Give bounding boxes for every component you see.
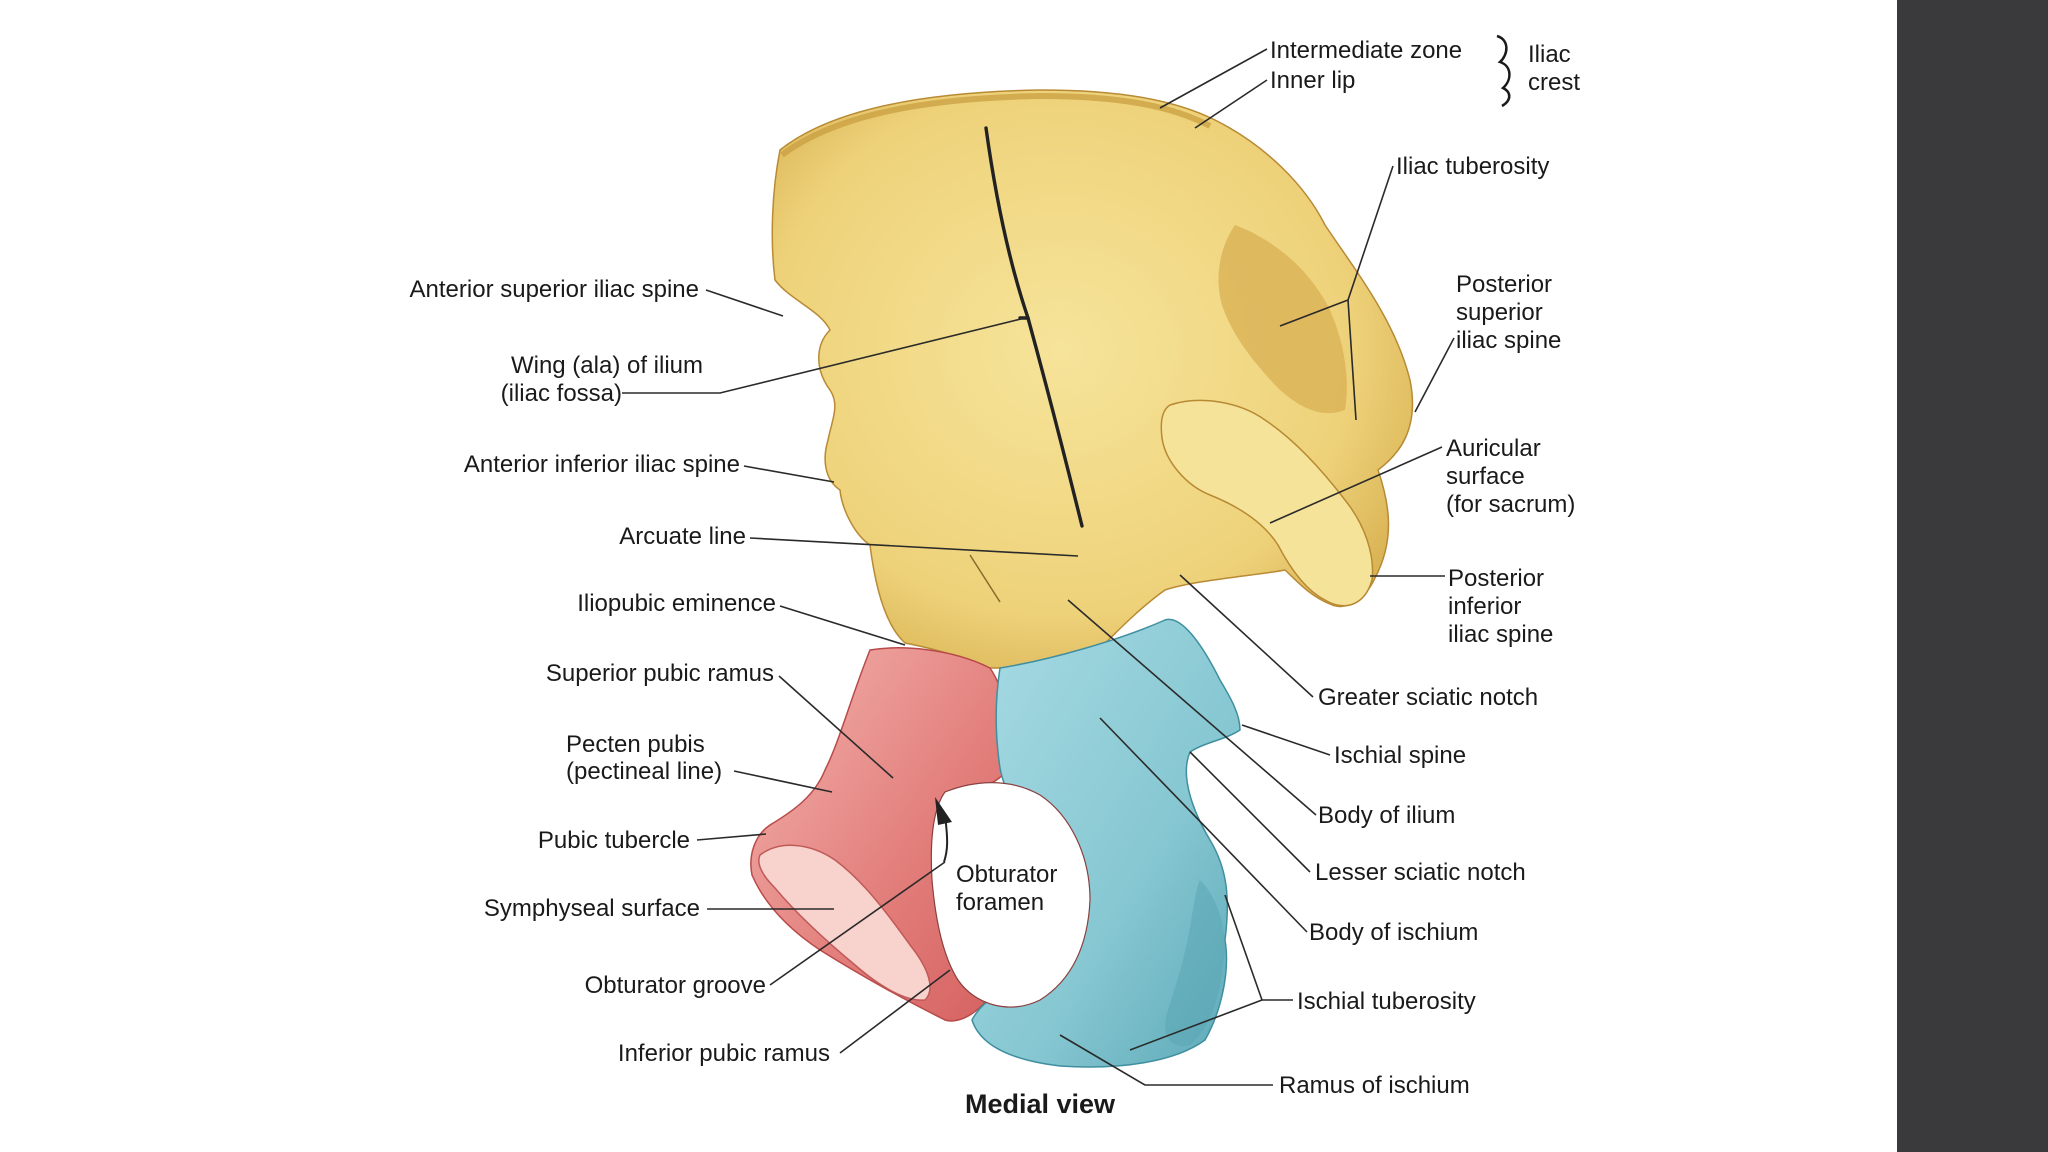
leader-lesser-sciatic xyxy=(1189,751,1311,873)
label-greater-sciatic-notch: Greater sciatic notch xyxy=(1318,684,1538,711)
leader-ischial-tuberosity xyxy=(1224,894,1293,1001)
label-lesser-sciatic-notch: Lesser sciatic notch xyxy=(1315,859,1526,886)
label-asis: Anterior superior iliac spine xyxy=(410,276,699,303)
side-panel xyxy=(1897,0,2048,1152)
leader-body-ilium xyxy=(1067,599,1317,816)
ilium xyxy=(771,89,1414,669)
label-pecten-line1: Pecten pubis xyxy=(566,731,705,758)
ischial-tuberosity-shade xyxy=(1165,880,1225,1046)
label-auricular-line2: surface xyxy=(1446,463,1525,490)
leader-iliac-tuberosity-2 xyxy=(1347,299,1357,421)
label-obturator-groove: Obturator groove xyxy=(585,972,766,999)
label-arcuate-line: Arcuate line xyxy=(619,523,746,550)
label-iliac-crest-line1: Iliac xyxy=(1528,41,1571,68)
label-auricular-line3: (for sacrum) xyxy=(1446,491,1575,518)
leader-ischial-tuberosity-2 xyxy=(1129,999,1263,1051)
iliac-crest-brace xyxy=(1496,34,1511,108)
label-psis-line2: superior xyxy=(1456,299,1543,326)
label-ramus-of-ischium: Ramus of ischium xyxy=(1279,1072,1470,1099)
leader-aiis xyxy=(743,465,835,483)
iliac-crest-edge xyxy=(780,92,1212,158)
leader-obturator-groove xyxy=(769,861,946,986)
label-auricular-line1: Auricular xyxy=(1446,435,1541,462)
leader-psis xyxy=(1414,337,1455,413)
leader-body-ischium xyxy=(1099,717,1308,933)
arcuate-ridge xyxy=(969,554,1001,603)
label-superior-pubic-ramus: Superior pubic ramus xyxy=(546,660,774,687)
leader-auricular xyxy=(1269,446,1443,524)
obturator-foramen xyxy=(930,782,1091,1008)
caption-medial-view: Medial view xyxy=(965,1089,1116,1119)
label-piis-line3: iliac spine xyxy=(1448,621,1553,648)
leader-wing xyxy=(622,317,1026,394)
leader-iliopubic xyxy=(779,605,906,646)
leader-pecten xyxy=(733,770,833,793)
label-wing-line1: Wing (ala) of ilium xyxy=(511,352,703,379)
label-iliac-tuberosity: Iliac tuberosity xyxy=(1396,153,1549,180)
label-symphyseal-surface: Symphyseal surface xyxy=(484,895,700,922)
leader-pubic-tubercle xyxy=(696,833,767,841)
leader-inf-pubic-ramus xyxy=(839,969,951,1054)
leader-lines xyxy=(622,48,1455,1086)
leader-intermediate-zone xyxy=(1159,48,1268,109)
label-ischial-spine: Ischial spine xyxy=(1334,742,1466,769)
iliac-tuberosity xyxy=(1218,225,1347,414)
label-psis-line1: Posterior xyxy=(1456,271,1552,298)
label-psis-line3: iliac spine xyxy=(1456,327,1561,354)
leader-ramus-ischium xyxy=(1059,1034,1273,1086)
label-intermediate-zone: Intermediate zone xyxy=(1270,37,1462,64)
label-pecten-line2: (pectineal line) xyxy=(566,758,722,785)
label-inner-lip: Inner lip xyxy=(1270,67,1355,94)
label-obturator-foramen-line1: Obturator xyxy=(956,861,1057,888)
label-body-of-ilium: Body of ilium xyxy=(1318,802,1455,829)
auricular-surface xyxy=(1160,399,1374,607)
label-body-of-ischium: Body of ischium xyxy=(1309,919,1478,946)
symphyseal-surface xyxy=(758,844,931,1001)
label-inferior-pubic-ramus: Inferior pubic ramus xyxy=(618,1040,830,1067)
leader-sup-pubic-ramus xyxy=(778,675,894,779)
label-aiis: Anterior inferior iliac spine xyxy=(464,451,740,478)
label-piis-line2: inferior xyxy=(1448,593,1521,620)
label-piis-line1: Posterior xyxy=(1448,565,1544,592)
leader-asis xyxy=(705,289,784,317)
leader-ischial-spine xyxy=(1241,724,1331,756)
ischium xyxy=(971,618,1241,1068)
label-obturator-foramen-line2: foramen xyxy=(956,889,1044,916)
arrow-head xyxy=(935,797,952,825)
label-pubic-tubercle: Pubic tubercle xyxy=(538,827,690,854)
label-iliopubic-eminence: Iliopubic eminence xyxy=(577,590,776,617)
leader-arcuate xyxy=(749,537,1079,557)
leader-inner-lip xyxy=(1194,79,1268,129)
labels: Intermediate zone Inner lip Iliac crest … xyxy=(410,37,1581,1119)
leader-greater-sciatic xyxy=(1179,574,1314,698)
label-iliac-crest-line2: crest xyxy=(1528,69,1580,96)
label-ischial-tuberosity: Ischial tuberosity xyxy=(1297,988,1476,1015)
label-wing-line2: (iliac fossa) xyxy=(501,380,622,407)
